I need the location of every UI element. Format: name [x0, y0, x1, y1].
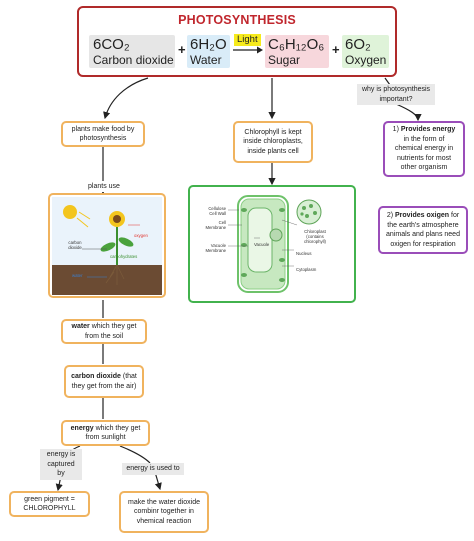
plus-sign-2: +: [332, 42, 340, 57]
h2o-name: Water: [190, 53, 222, 67]
nucleus-shape: [269, 228, 283, 242]
make-water-node[interactable]: make the water dioxide combinr together …: [119, 491, 209, 533]
plant-image-node[interactable]: oxygen carbon dioxide carbohydrates wate…: [48, 193, 166, 298]
green-pigment-text: green pigment = CHLOROPHYLL: [23, 495, 76, 513]
carbon-dioxide-node[interactable]: carbon dioxide (that they get from the a…: [64, 365, 144, 398]
h2o-formula: 6H₂O: [190, 36, 227, 53]
o2-tile: 6O₂ Oxygen: [342, 35, 389, 68]
why-label: why is photosynthesis important?: [357, 84, 435, 105]
vacuole-label: Vacuole: [254, 242, 270, 247]
water-node[interactable]: water which they get from the soil: [61, 319, 147, 344]
provides-energy-bold: Provides energy: [400, 126, 456, 134]
cell-membrane-label: Cell Membrane: [205, 220, 226, 230]
provides-oxygen-node[interactable]: 2) Provides oxigen for the earth's atmos…: [378, 206, 468, 254]
carbon-dioxide-rest: (that they get from the air): [71, 373, 137, 390]
carbon-dioxide-bold: carbon dioxide: [71, 373, 121, 380]
arrow-to-provides-energy: [395, 103, 422, 122]
chloroplast-label: Chloroplast (contains chlorophyll): [304, 229, 326, 244]
water-bold: water: [71, 323, 90, 330]
sugar-tile: C₆H₁₂O₆ Sugar: [265, 35, 329, 68]
provides-oxygen-bold: Provides oxigen: [394, 212, 450, 219]
green-pigment-node[interactable]: green pigment = CHLOROPHYLL: [9, 491, 90, 517]
water-rest: which they get from the soil: [84, 323, 137, 340]
sugar-formula: C₆H₁₂O₆: [268, 36, 325, 53]
plant-oxygen-label: oxygen: [134, 233, 148, 238]
energy-captured-by-label: energy is captured by: [40, 449, 82, 480]
light-arrow-icon: [233, 46, 263, 54]
h2o-tile: 6H₂O Water: [187, 35, 230, 68]
energy-used-to-label: energy is used to: [122, 463, 184, 475]
plus-sign-1: +: [178, 42, 186, 57]
plants-make-food-text: plants make food by photosynthesis: [71, 125, 135, 143]
provides-oxygen-rest: for the earth's atmosphere animals and p…: [386, 212, 460, 248]
arrow-to-plants-make-food: [103, 77, 149, 120]
make-water-text: make the water dioxide combinr together …: [128, 498, 200, 525]
co2-formula: 6CO₂: [93, 36, 130, 53]
plant-carbon-dioxide-label: carbon dioxide: [68, 240, 82, 250]
photosynthesis-title-box[interactable]: PHOTOSYNTHESIS 6CO₂ Carbon dioxide + 6H₂…: [77, 6, 397, 77]
o2-name: Oxygen: [345, 53, 387, 67]
co2-tile: 6CO₂ Carbon dioxide: [89, 35, 175, 68]
line-to-why: [384, 77, 391, 86]
energy-node[interactable]: energy which they get from sunlight: [61, 420, 150, 446]
light-label: Light: [234, 34, 261, 46]
vacuole-membrane-label: Vacuole Membrane: [205, 243, 226, 253]
line-to-used-to: [119, 445, 151, 464]
o2-formula: 6O₂: [345, 36, 371, 53]
cell-wall-label: Cellulose Cell Wall: [208, 206, 226, 216]
plant-cell-image-node[interactable]: Cellulose Cell Wall Cell Membrane Vacuol…: [188, 185, 356, 303]
plant-carbohydrates-label: carbohydrates: [110, 254, 138, 259]
chloroplast-zoom-shape: [296, 199, 322, 225]
plants-make-food-node[interactable]: plants make food by photosynthesis: [61, 121, 145, 147]
chlorophyll-node[interactable]: Chlorophyll is kept inside chloroplasts,…: [233, 121, 313, 163]
nucleus-label: Nucleus: [296, 251, 312, 256]
plant-illustration: [52, 196, 162, 295]
energy-rest: which they get from sunlight: [85, 424, 141, 442]
page-title: PHOTOSYNTHESIS: [178, 13, 296, 27]
vacuole-shape: [247, 207, 273, 273]
provides-energy-rest: in the form of chemical energy in nutrie…: [394, 135, 454, 172]
arrow-to-make-water: [154, 471, 162, 491]
co2-name: Carbon dioxide: [93, 53, 174, 67]
cytoplasm-label: Cytoplasm: [296, 267, 317, 272]
plants-use-label: plants use: [84, 182, 124, 192]
sun-icon: [63, 204, 77, 219]
provides-energy-node[interactable]: 1) Provides energy in the form of chemic…: [383, 121, 465, 177]
plant-cell-diagram: [194, 190, 350, 298]
sugar-name: Sugar: [268, 53, 301, 67]
energy-bold: energy: [70, 424, 94, 432]
chlorophyll-text: Chlorophyll is kept inside chloroplasts,…: [243, 128, 303, 155]
plant-water-label: water: [72, 273, 83, 278]
